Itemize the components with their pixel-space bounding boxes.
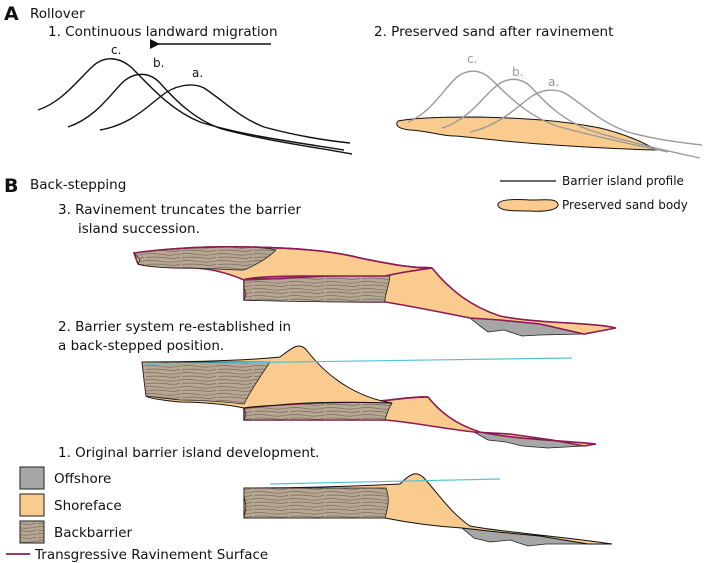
key-sand-body-swatch — [497, 199, 559, 212]
grey-profile-a — [469, 89, 703, 146]
step1-original-barrier — [243, 473, 613, 547]
panel-a: A Rollover 1. Continuous landward migrat… — [4, 3, 703, 159]
legend-backbarrier-label: Backbarrier — [54, 525, 133, 541]
step1-sea-level — [269, 478, 501, 485]
preserved-sand-body — [396, 116, 658, 151]
step1-offshore — [460, 527, 589, 547]
step2-sea-level — [145, 357, 573, 365]
panel-a-title: Rollover — [30, 6, 85, 22]
grey-profile-label-b: b. — [512, 65, 523, 79]
migrating-profiles: c. b. a. — [37, 43, 353, 155]
key-profile-label: Barrier island profile — [562, 174, 684, 188]
step2-label-line2: a back-stepped position. — [58, 338, 224, 354]
step2-upper-backbarrier — [141, 361, 271, 405]
key-sand-body-label: Preserved sand body — [562, 198, 688, 212]
profile-label-c: c. — [111, 43, 121, 57]
step3-upper-trs — [133, 245, 433, 269]
step2-label-line1: 2. Barrier system re-established in — [58, 319, 291, 335]
step1-label: 1. Original barrier island development. — [58, 445, 319, 461]
grey-profile-label-c: c. — [467, 52, 477, 66]
panel-b-title: Back-stepping — [30, 177, 126, 193]
grey-profile-c — [407, 70, 669, 153]
grey-profile-b — [441, 78, 701, 159]
profile-c — [37, 58, 345, 151]
panel-a-letter: A — [4, 3, 19, 25]
profile-label-b: b. — [153, 56, 164, 70]
legend-offshore-swatch — [19, 466, 45, 490]
legend-shoreface-swatch — [19, 493, 45, 517]
legend-shoreface-label: Shoreface — [54, 498, 122, 514]
profile-b — [67, 73, 353, 155]
profile-label-a: a. — [192, 66, 203, 80]
preserved-sand-after-ravinement: c. b. a. — [396, 52, 703, 159]
profile-a — [99, 84, 351, 144]
legend-trs-label: Transgressive Ravinement Surface — [34, 547, 268, 563]
panel-b: B Back-stepping 3. Ravinement truncates … — [4, 175, 617, 547]
panel-a-step1-label: 1. Continuous landward migration — [48, 24, 278, 40]
panel-b-letter: B — [4, 175, 18, 197]
step1-backbarrier — [243, 487, 389, 519]
legend-backbarrier-swatch — [19, 520, 45, 544]
step3-label-line2: island succession. — [78, 221, 200, 237]
symbol-key: Barrier island profile Preserved sand bo… — [497, 174, 688, 212]
grey-profile-label-a: a. — [548, 75, 559, 89]
step3-label-line1: 3. Ravinement truncates the barrier — [58, 202, 302, 218]
step2-backstepped-system — [141, 345, 597, 449]
facies-legend: Offshore Shoreface Backbarrier Transgres… — [6, 466, 268, 563]
legend-offshore-label: Offshore — [54, 471, 111, 487]
step3-ravined-succession — [132, 245, 617, 337]
panel-a-step2-label: 2. Preserved sand after ravinement — [374, 24, 613, 40]
